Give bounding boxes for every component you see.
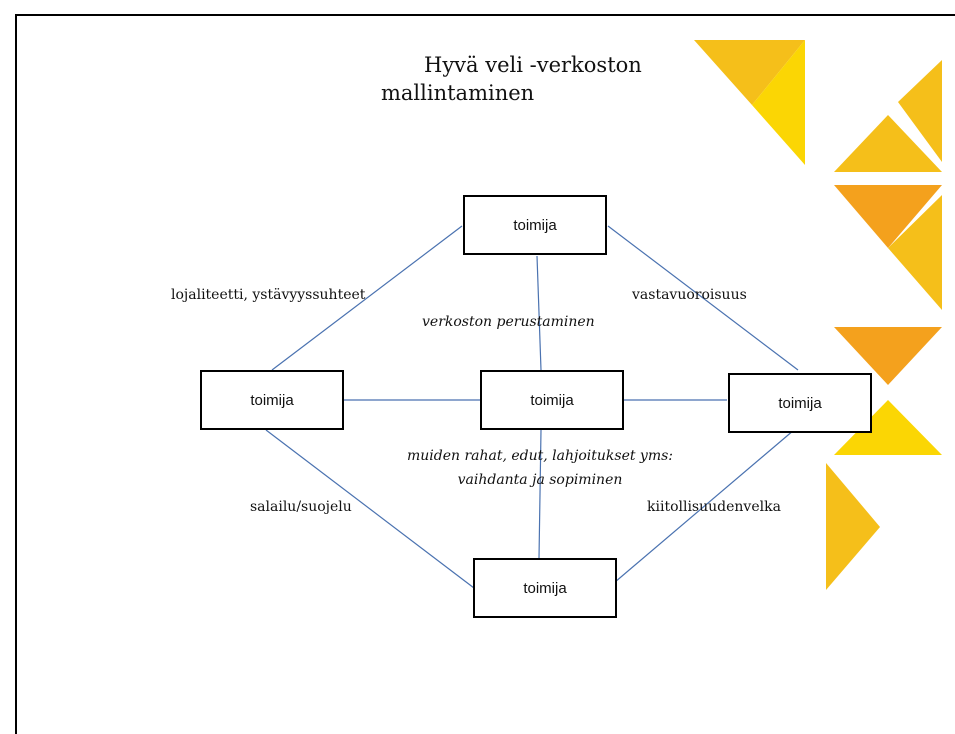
deco-triangle-4 (834, 115, 942, 172)
label-bottom-right: kiitollisuudenvelka (647, 499, 781, 515)
title-line-2: mallintaminen (381, 81, 535, 105)
title-line-1: Hyvä veli -verkoston (424, 53, 642, 77)
edge-top-center (536, 255, 542, 371)
deco-triangle-6 (888, 195, 942, 310)
deco-triangle-7 (834, 327, 942, 385)
edge-right-bottom (607, 429, 795, 589)
node-right: toimija (728, 373, 872, 433)
label-bottom-left: salailu/suojelu (250, 499, 352, 515)
edge-left-bottom (265, 429, 475, 589)
deco-triangle-5 (834, 185, 942, 248)
label-top-left: lojaliteetti, ystävyyssuhteet (171, 287, 366, 303)
deco-triangle-3 (898, 60, 942, 162)
node-center: toimija (480, 370, 624, 430)
label-center-bottom-line-1: muiden rahat, edut, lahjoitukset yms: (406, 448, 674, 464)
label-top-center: verkoston perustaminen (422, 314, 595, 330)
node-left: toimija (200, 370, 344, 430)
deco-triangle-1 (694, 40, 805, 105)
edge-top-left (271, 225, 463, 371)
edge-top-right (607, 225, 799, 371)
node-top: toimija (463, 195, 607, 255)
deco-triangle-8 (834, 400, 942, 455)
edge-center-bottom (538, 429, 542, 559)
label-center-bottom-line-2: vaihdanta ja sopiminen (457, 472, 623, 488)
node-bottom: toimija (473, 558, 617, 618)
deco-triangle-9 (826, 463, 880, 590)
label-top-right: vastavuoroisuus (632, 287, 747, 303)
deco-triangle-2 (752, 40, 805, 165)
